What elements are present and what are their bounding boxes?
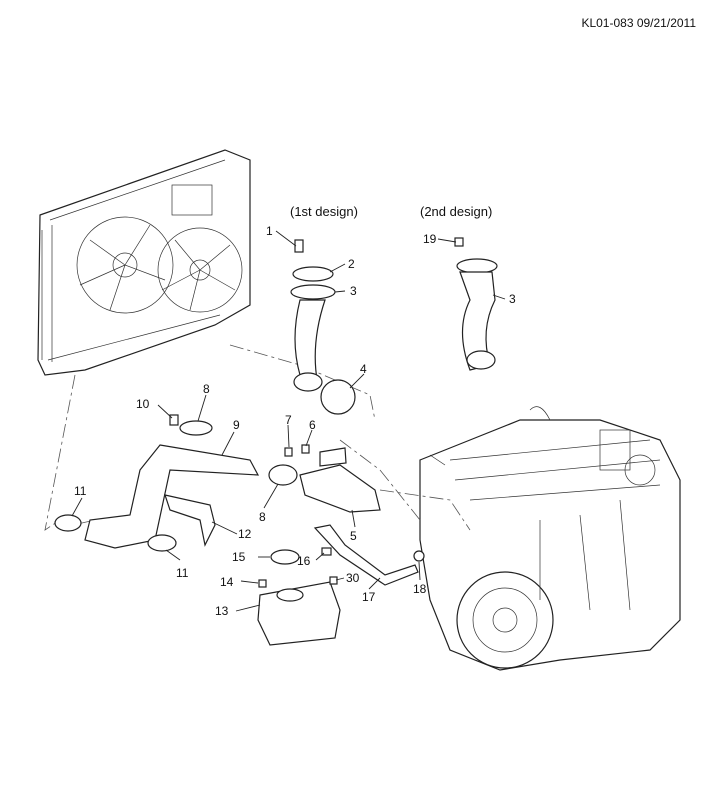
leader-lines	[71, 230, 506, 612]
callout-7: 7	[285, 413, 292, 427]
callout-17: 17	[362, 590, 376, 604]
document-id: KL01-083 09/21/2011	[581, 16, 696, 30]
callout-13: 13	[215, 604, 229, 618]
radiator-hose	[54, 414, 298, 552]
callout-18: 18	[413, 582, 427, 596]
callout-16: 16	[297, 554, 311, 568]
callout-12: 12	[238, 527, 252, 541]
callout-15: 15	[232, 550, 246, 564]
engine-assembly	[419, 406, 681, 671]
callout-11-bottom: 11	[176, 566, 189, 580]
callout-2: 2	[348, 257, 355, 271]
second-design-label: (2nd design)	[420, 204, 493, 219]
callout-3-second: 3	[509, 292, 516, 306]
bracket-part-12	[164, 494, 216, 547]
callout-14: 14	[220, 575, 234, 589]
coolant-surge-tank	[257, 549, 341, 646]
callout-8-bottom: 8	[259, 510, 266, 524]
callout-4: 4	[360, 362, 367, 376]
callout-10: 10	[136, 397, 150, 411]
cap-part-4	[320, 379, 356, 415]
callout-19: 19	[423, 232, 437, 246]
outlet-pipe	[284, 444, 381, 513]
inlet-pipe-2nd-design	[454, 237, 498, 371]
inlet-pipe-1st-design	[290, 239, 336, 392]
callout-3-first: 3	[350, 284, 357, 298]
bypass-pipe	[313, 524, 425, 586]
first-design-label: (1st design)	[290, 204, 358, 219]
callout-9: 9	[233, 418, 240, 432]
callout-1: 1	[266, 224, 273, 238]
callout-8-top: 8	[203, 382, 210, 396]
callout-5: 5	[350, 529, 357, 543]
radiator-fan-assembly	[37, 149, 251, 376]
callout-30: 30	[346, 571, 360, 585]
callout-6: 6	[309, 418, 316, 432]
callout-11-left: 11	[74, 484, 87, 498]
